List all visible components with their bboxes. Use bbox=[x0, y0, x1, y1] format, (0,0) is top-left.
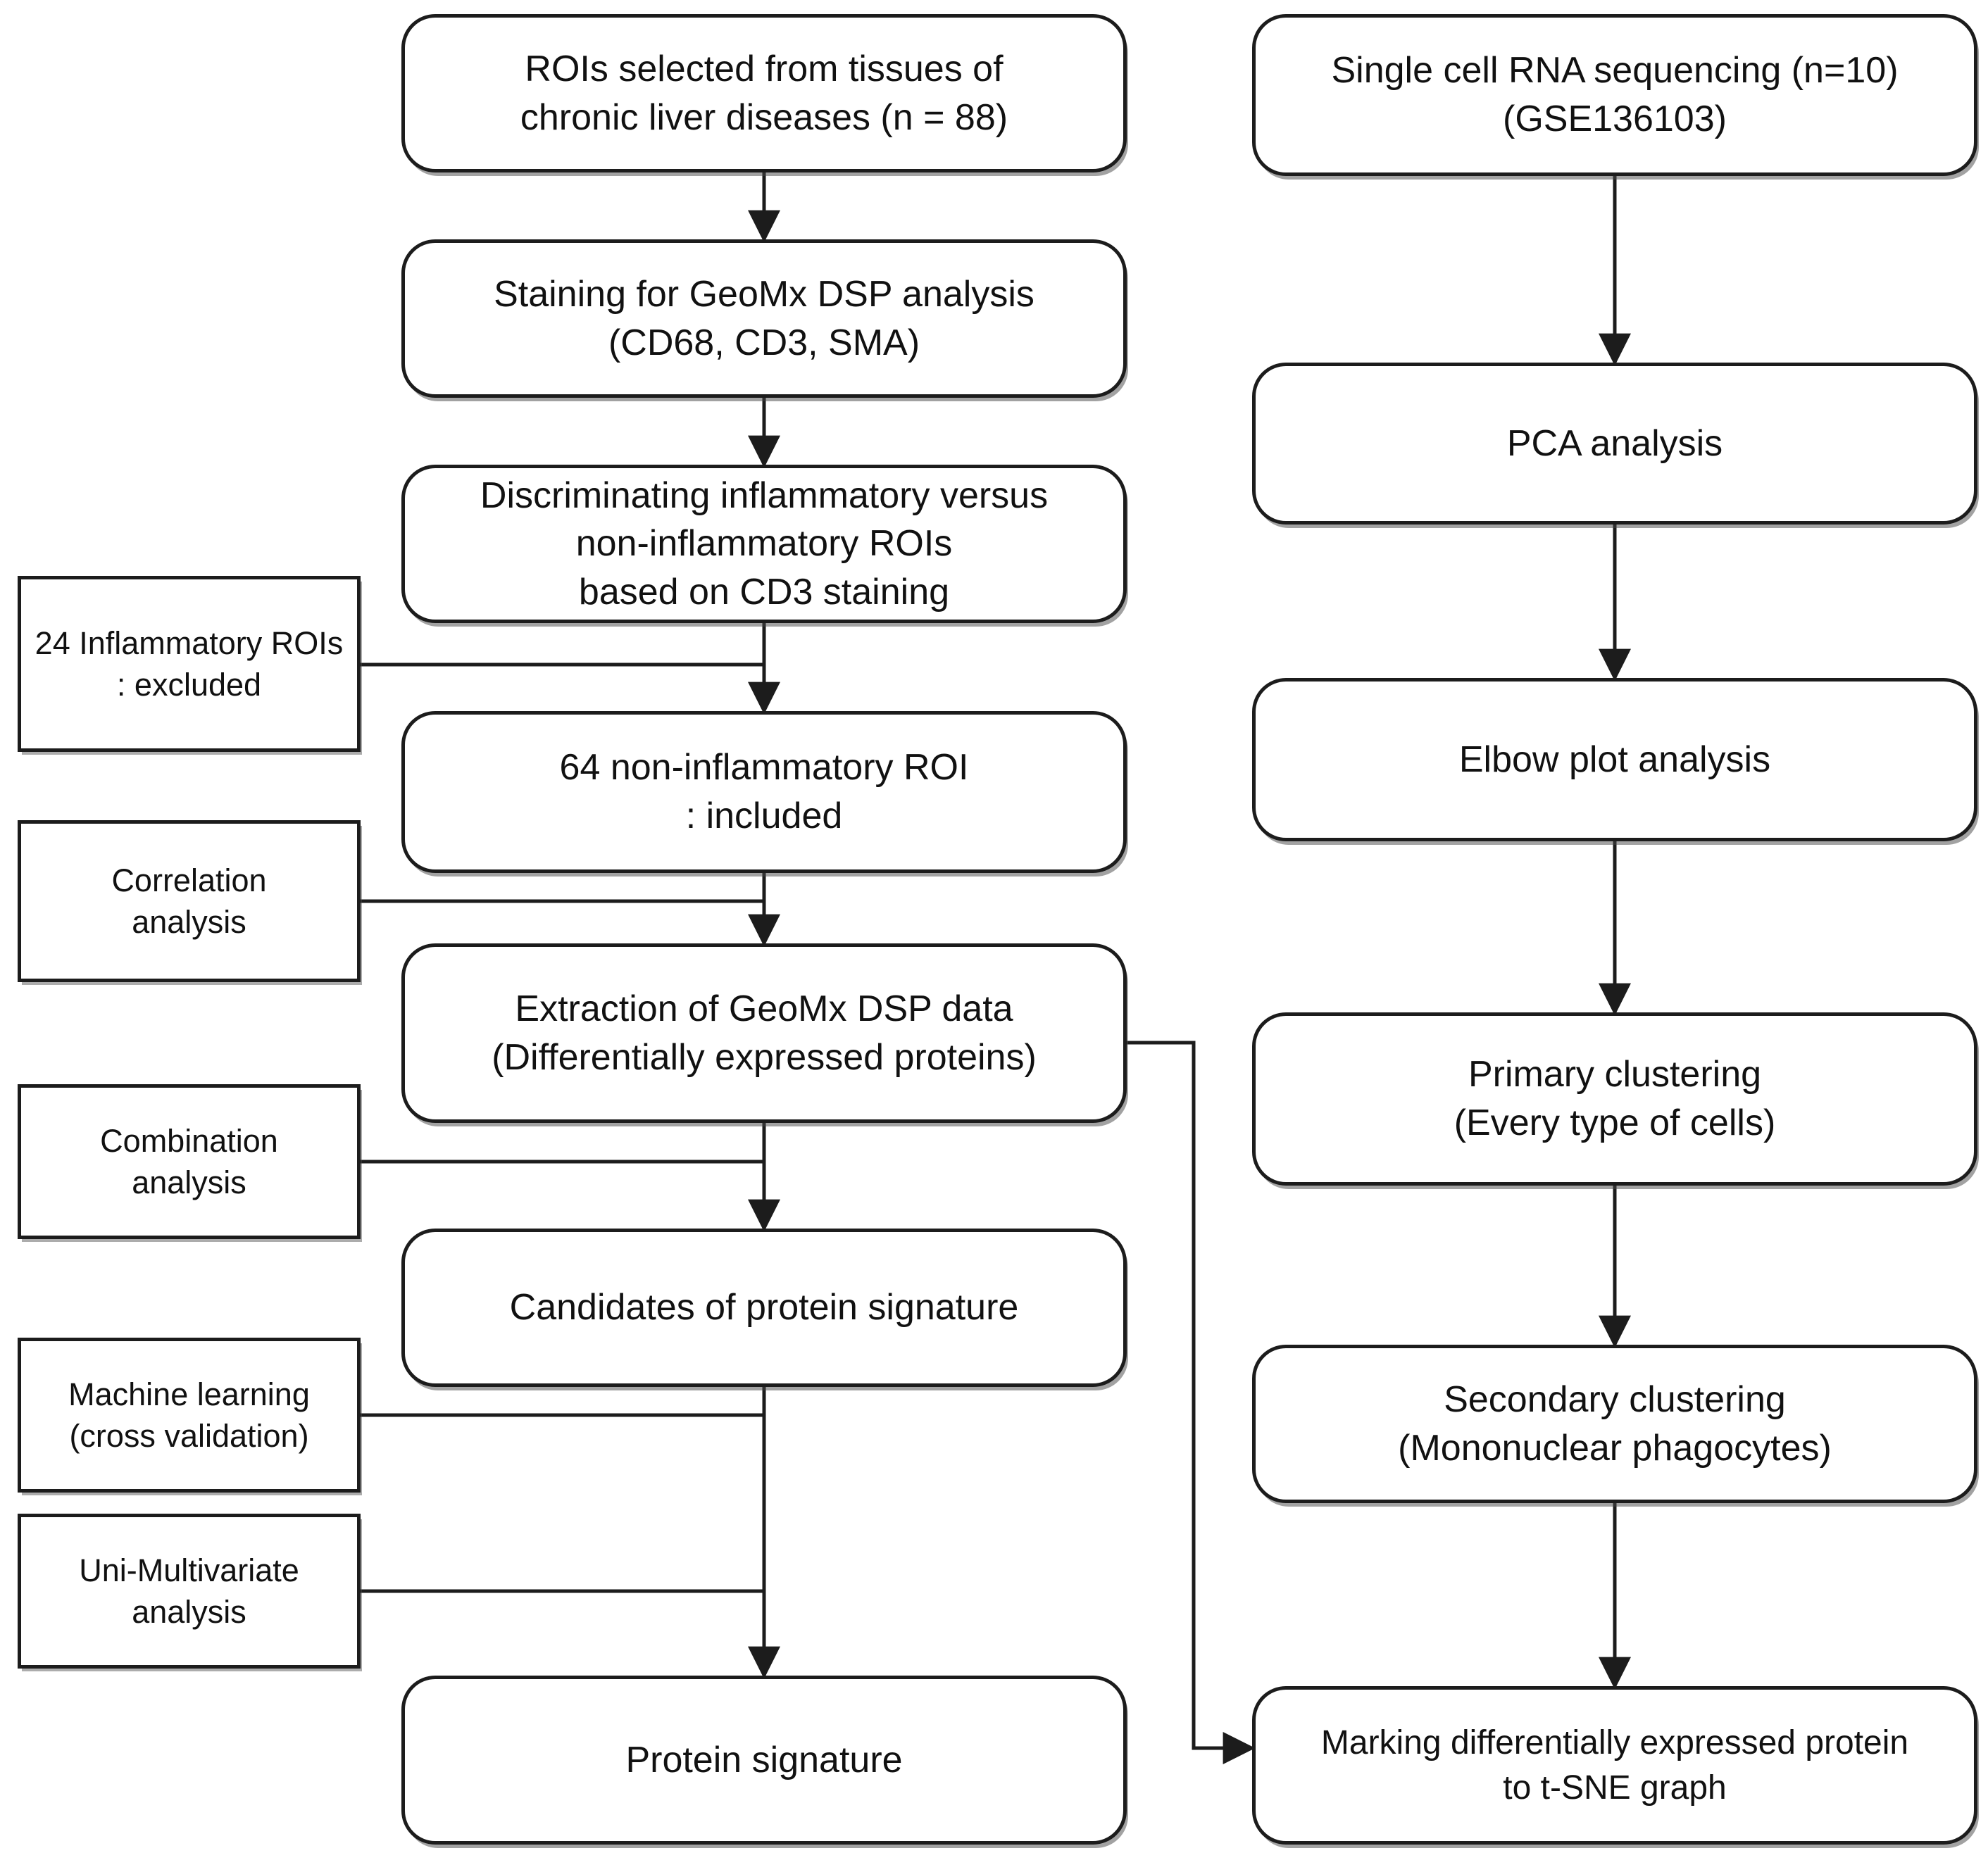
flow-box-candidates-label: Candidates of protein signature bbox=[509, 1287, 1019, 1328]
flow-box-extraction-dsp-label: Extraction of GeoMx DSP data (Differenti… bbox=[492, 988, 1037, 1078]
flow-box-pca-analysis: PCA analysis bbox=[1252, 363, 1977, 525]
flow-box-discriminating: Discriminating inflammatory versus non-i… bbox=[401, 465, 1127, 623]
flow-box-staining-geomx-label: Staining for GeoMx DSP analysis (CD68, C… bbox=[494, 273, 1034, 363]
flow-box-marking-tsne: Marking differentially expressed protein… bbox=[1252, 1686, 1977, 1845]
side-box-machine-learning-label: Machine learning (cross validation) bbox=[68, 1376, 310, 1454]
flow-box-protein-signature-label: Protein signature bbox=[625, 1739, 903, 1780]
flow-box-noninflammatory-included-label: 64 non-inflammatory ROI : included bbox=[559, 747, 969, 836]
flow-box-rois-selected-label: ROIs selected from tissues of chronic li… bbox=[520, 48, 1008, 138]
side-box-inflammatory-excluded: 24 Inflammatory ROIs : excluded bbox=[18, 576, 361, 752]
flow-box-protein-signature: Protein signature bbox=[401, 1676, 1127, 1845]
flow-box-elbow-plot: Elbow plot analysis bbox=[1252, 678, 1977, 841]
flow-box-extraction-dsp: Extraction of GeoMx DSP data (Differenti… bbox=[401, 943, 1127, 1123]
flow-box-elbow-plot-label: Elbow plot analysis bbox=[1458, 739, 1771, 780]
flow-box-staining-geomx: Staining for GeoMx DSP analysis (CD68, C… bbox=[401, 239, 1127, 398]
side-box-machine-learning: Machine learning (cross validation) bbox=[18, 1338, 361, 1493]
flow-box-secondary-clustering-label: Secondary clustering (Mononuclear phagoc… bbox=[1398, 1378, 1832, 1469]
side-box-uni-multivariate-label: Uni-Multivariate analysis bbox=[79, 1552, 299, 1630]
flow-box-secondary-clustering: Secondary clustering (Mononuclear phagoc… bbox=[1252, 1345, 1977, 1503]
flow-box-scrna-seq-label: Single cell RNA sequencing (n=10) (GSE13… bbox=[1331, 50, 1899, 139]
side-box-correlation-analysis: Correlation analysis bbox=[18, 820, 361, 982]
flow-box-rois-selected: ROIs selected from tissues of chronic li… bbox=[401, 14, 1127, 172]
flow-box-discriminating-label: Discriminating inflammatory versus non-i… bbox=[480, 475, 1049, 613]
side-box-inflammatory-excluded-label: 24 Inflammatory ROIs : excluded bbox=[35, 624, 344, 703]
flow-box-marking-tsne-label: Marking differentially expressed protein… bbox=[1320, 1724, 1909, 1807]
side-box-combination-analysis-label: Combination analysis bbox=[100, 1122, 278, 1200]
side-box-correlation-analysis-label: Correlation analysis bbox=[111, 862, 267, 940]
flow-box-candidates: Candidates of protein signature bbox=[401, 1229, 1127, 1387]
flow-box-primary-clustering: Primary clustering (Every type of cells) bbox=[1252, 1012, 1977, 1186]
side-box-uni-multivariate: Uni-Multivariate analysis bbox=[18, 1514, 361, 1669]
flow-box-primary-clustering-label: Primary clustering (Every type of cells) bbox=[1454, 1054, 1776, 1143]
arrow-extraction-to-marking bbox=[1127, 1041, 1256, 1764]
flow-box-scrna-seq: Single cell RNA sequencing (n=10) (GSE13… bbox=[1252, 14, 1977, 176]
side-box-combination-analysis: Combination analysis bbox=[18, 1084, 361, 1239]
flow-box-pca-analysis-label: PCA analysis bbox=[1506, 422, 1723, 464]
flow-box-noninflammatory-included: 64 non-inflammatory ROI : included bbox=[401, 711, 1127, 873]
